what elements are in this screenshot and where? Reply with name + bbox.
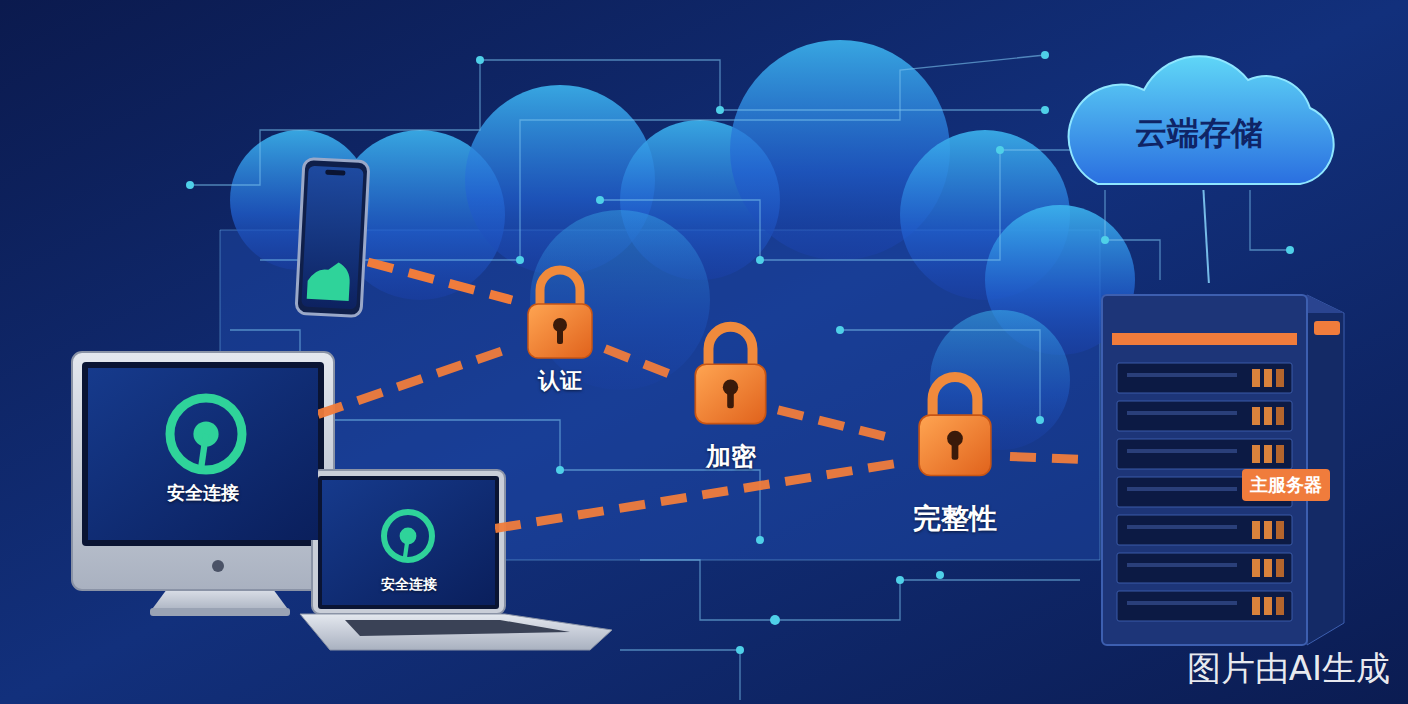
- padlock-shape: [900, 368, 1010, 480]
- monitor-screen: 安全连接: [88, 368, 318, 540]
- secure-link: [605, 349, 683, 380]
- padlock: 完整性: [900, 368, 1010, 540]
- padlock: 认证: [515, 262, 605, 400]
- node-label: 完整性: [913, 502, 997, 536]
- cloud-storage: 云端存储: [1060, 38, 1338, 190]
- node-label: 云端存储: [1135, 114, 1263, 152]
- phone: [296, 158, 369, 316]
- phone-link: [368, 262, 512, 300]
- storage-link: [1203, 190, 1208, 283]
- node-label: 认证: [538, 368, 582, 394]
- node-label: 主服务器: [1242, 469, 1330, 501]
- padlock-shape: [515, 262, 605, 362]
- desktop-monitor: [72, 352, 334, 616]
- padlock-shape: [683, 318, 778, 428]
- node-label: 加密: [706, 442, 756, 472]
- laptop: [300, 470, 612, 650]
- server-rack: 主服务器: [1092, 283, 1347, 648]
- secure-link: [318, 347, 515, 415]
- server-shape: [1092, 283, 1347, 648]
- padlock: 加密: [683, 318, 778, 478]
- node-label: 安全连接: [381, 576, 437, 593]
- secure-link: [778, 410, 900, 440]
- watermark: 图片由AI生成: [1187, 646, 1390, 692]
- laptop-screen: 安全连接: [322, 480, 495, 605]
- secure-link: [1010, 456, 1092, 460]
- secure-link: [495, 463, 900, 529]
- node-label: 安全连接: [167, 482, 239, 504]
- screen-shape: [88, 368, 318, 540]
